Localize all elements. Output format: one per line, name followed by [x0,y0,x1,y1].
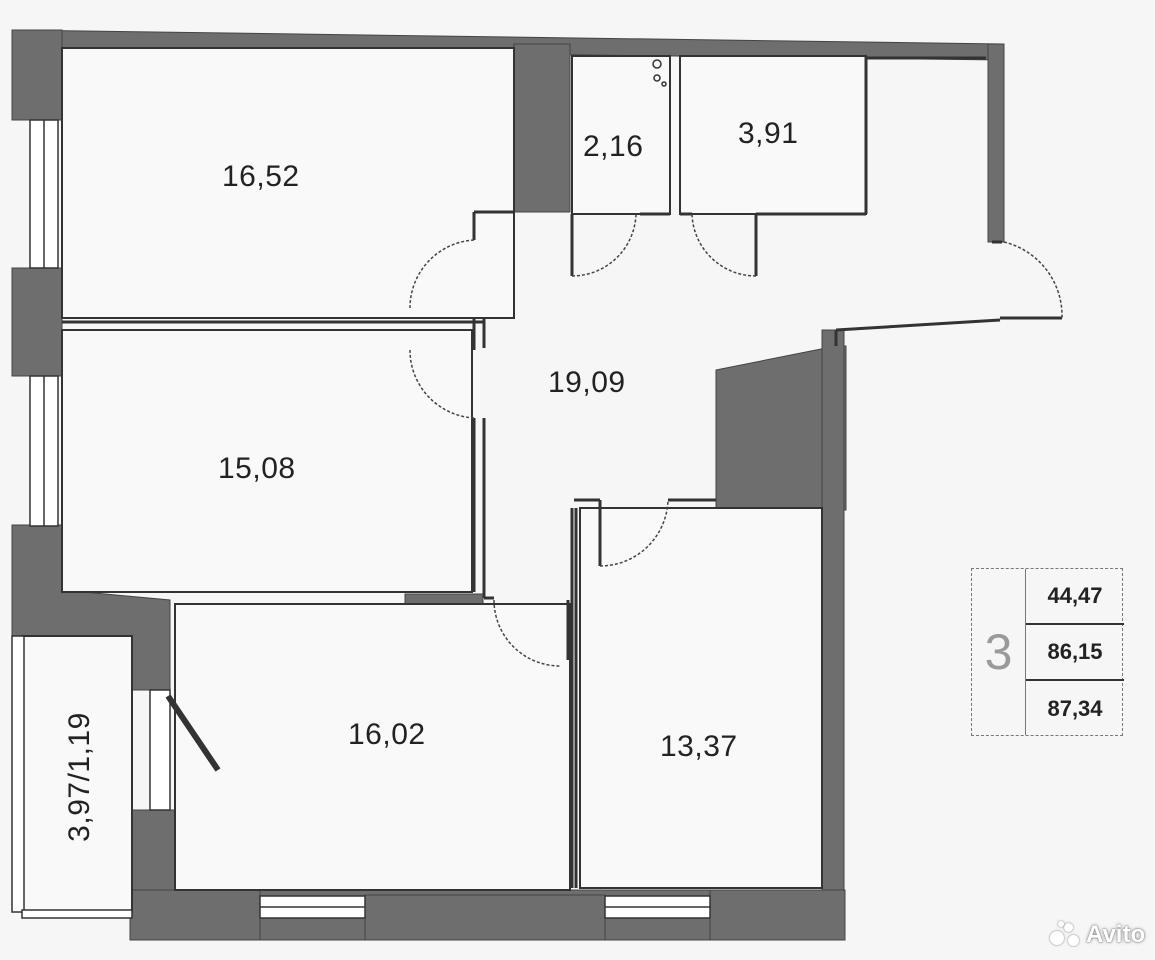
toilet-icon [652,59,667,87]
room-area-hallway: 19,09 [548,366,626,399]
room-area-bedroom-middle-left: 15,08 [218,452,296,485]
room-outlines [21,47,867,913]
total-area: 86,15 [1026,625,1124,681]
room-area-living-room: 16,02 [348,718,426,751]
room-area-balcony: 3,97/1,19 [63,712,96,842]
room-area-bathroom: 2,16 [583,130,644,163]
total-area-with-balcony: 87,34 [1047,696,1103,721]
avito-logo-icon [1050,921,1080,949]
room-area-wc: 3,91 [738,117,799,150]
room-area-bedroom-top-left: 16,52 [222,160,300,193]
partitions [62,56,1062,888]
area-summary: 3 44,47 86,15 87,34 [971,568,1124,736]
avito-watermark: Avito [1050,920,1145,950]
room-area-kitchen: 13,37 [660,730,738,763]
living-area: 44,47 [1026,569,1124,625]
windows [11,119,711,919]
room-count: 3 [972,569,1026,735]
avito-watermark-text: Avito [1086,921,1146,948]
balcony-door [165,694,221,772]
door-swings [409,213,1063,667]
